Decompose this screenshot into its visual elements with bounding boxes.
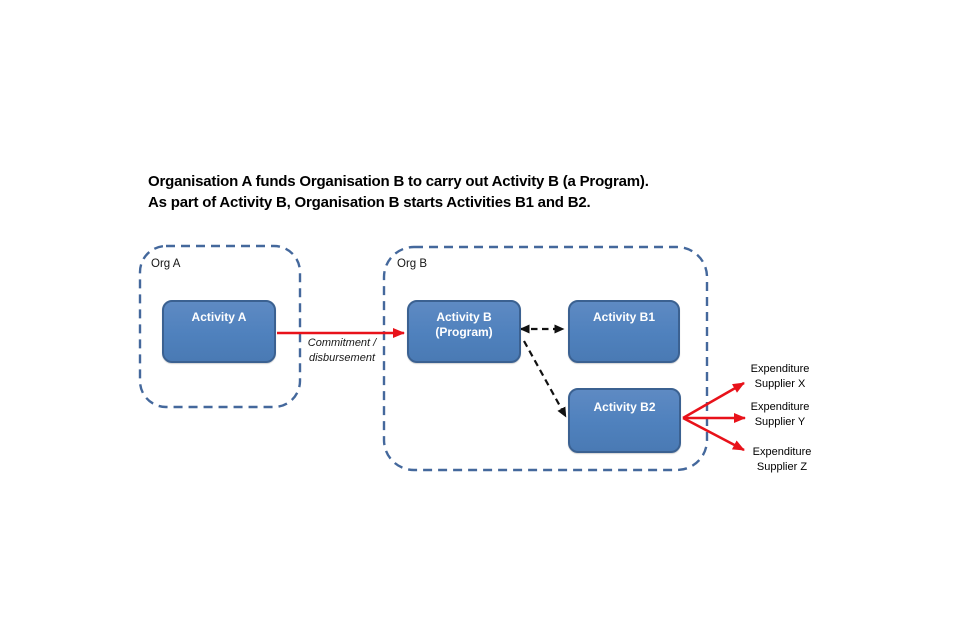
activity-b2-label: Activity B2	[593, 400, 656, 414]
expenditure-arrow-x	[682, 381, 745, 420]
expenditure-y-line-1: Expenditure	[750, 401, 810, 413]
activity-b-node: Activity B (Program)	[407, 300, 521, 363]
activity-a-label: Activity A	[191, 310, 247, 324]
expenditure-supplier-z-label: Expenditure Supplier Z	[741, 445, 823, 475]
expenditure-supplier-y-label: Expenditure Supplier Y	[739, 400, 821, 430]
commitment-label: Commitment / disbursement	[296, 336, 388, 366]
b-to-b2-arrow	[523, 340, 567, 418]
expenditure-x-line-2: Supplier X	[754, 378, 806, 390]
org-a-container	[138, 244, 302, 409]
diagram-title: Organisation A funds Organisation B to c…	[148, 171, 708, 213]
expenditure-z-line-1: Expenditure	[752, 446, 812, 458]
org-b-container	[382, 245, 709, 472]
commitment-label-line-2: disbursement	[308, 352, 376, 364]
activity-b1-label: Activity B1	[592, 310, 656, 324]
expenditure-x-line-1: Expenditure	[750, 363, 810, 375]
expenditure-y-line-2: Supplier Y	[754, 416, 806, 428]
org-a-label: Org A	[151, 258, 181, 270]
expenditure-arrow-z	[682, 416, 745, 452]
title-line-2: As part of Activity B, Organisation B st…	[148, 194, 591, 211]
org-b-label: Org B	[397, 258, 428, 270]
activity-b-label-line-1: Activity B	[436, 310, 492, 324]
activity-b1-node: Activity B1	[568, 300, 680, 363]
expenditure-supplier-x-label: Expenditure Supplier X	[739, 362, 821, 392]
commitment-label-line-1: Commitment /	[307, 337, 377, 349]
expenditure-z-line-2: Supplier Z	[756, 461, 808, 473]
activity-a-node: Activity A	[162, 300, 276, 363]
activity-b2-node: Activity B2	[568, 388, 681, 453]
activity-b-label-line-2: (Program)	[435, 325, 493, 339]
title-line-1: Organisation A funds Organisation B to c…	[148, 173, 649, 190]
